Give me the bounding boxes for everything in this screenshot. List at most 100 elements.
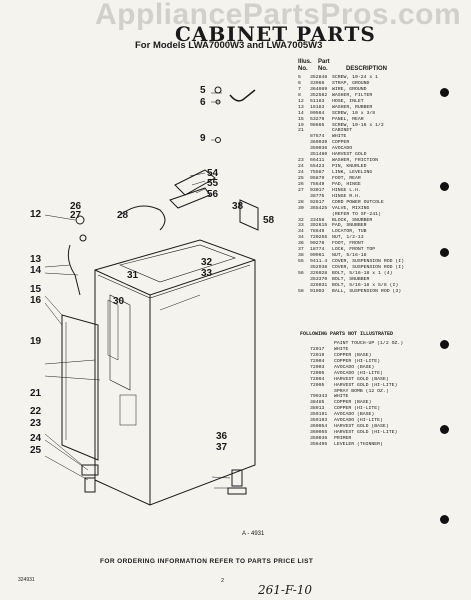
part-description: HARVEST GOLD (BASE) bbox=[334, 376, 389, 382]
illus-number: 24 bbox=[298, 170, 304, 175]
part-description: LINK, LEVELING bbox=[332, 170, 373, 175]
document-number: 324931 bbox=[18, 577, 35, 583]
part-number: 93017 bbox=[310, 187, 325, 193]
part-number: 326031 bbox=[310, 282, 328, 288]
part-description: PAINT TOUCH-UP (1/2 OZ.) bbox=[334, 341, 404, 346]
part-description: BOLT, 5/16-18 x 1 (4) bbox=[332, 270, 393, 276]
page-subtitle: For Models LWA7000W3 and LWA7005W3 bbox=[135, 40, 323, 51]
page-title: CABINET PARTS bbox=[175, 22, 376, 46]
part-number: 360055 bbox=[310, 430, 328, 436]
illus-number: 14 bbox=[298, 110, 304, 116]
part-description: PIN, KNURLED bbox=[332, 164, 367, 170]
illus-number: 34 bbox=[298, 229, 304, 235]
part-description: BOLT, SNUBBER bbox=[332, 276, 370, 282]
part-number: 33456 bbox=[310, 217, 325, 223]
callout-6: 6 bbox=[200, 97, 206, 108]
part-number: 90278 bbox=[310, 241, 325, 247]
parts-row: 24 75587 LINK, LEVELING bbox=[298, 170, 448, 176]
part-description: CABINET bbox=[332, 128, 353, 134]
part-description: BALL, SUSPENSION ROD (3) bbox=[332, 288, 402, 294]
illus-number: 32 bbox=[298, 217, 304, 223]
part-number: 364089 bbox=[310, 86, 328, 92]
part-number: 38913 bbox=[310, 406, 325, 412]
part-number: 61183 bbox=[310, 98, 325, 104]
binder-hole-dot bbox=[440, 182, 449, 191]
part-description: HARVEST GOLD (HI-LITE) bbox=[334, 382, 398, 388]
not-illustrated-row: 38913 COPPER (HI-LITE) bbox=[298, 406, 448, 412]
parts-row: 353370 BOLT, SNUBBER bbox=[298, 277, 448, 283]
header-description: DESCRIPTION bbox=[346, 66, 388, 72]
part-description: BLOCK, SNUBBER bbox=[332, 217, 373, 223]
part-description: HARVEST GOLD bbox=[332, 152, 367, 158]
part-description: AVOCADO (BASE) bbox=[334, 412, 375, 418]
part-number: 38485 bbox=[310, 400, 325, 406]
parts-row: 7 364089 WIRE, GROUND bbox=[298, 87, 448, 93]
part-description: COPPER (HI-LITE) bbox=[334, 406, 381, 412]
illus-number: 7 bbox=[298, 86, 301, 92]
part-description: PANEL, REAR bbox=[332, 116, 364, 122]
callout-21: 21 bbox=[30, 388, 42, 399]
part-description: WIRE, GROUND bbox=[332, 86, 367, 92]
part-number: 75587 bbox=[310, 170, 325, 175]
part-description: WHITE bbox=[334, 394, 349, 400]
part-number: 66411 bbox=[310, 158, 325, 164]
callout-31: 31 bbox=[127, 270, 139, 281]
part-description: STRAP, GROUND bbox=[332, 80, 370, 86]
part-description: NUT, 1/2-13 bbox=[332, 235, 364, 241]
part-description: FOOT, FRONT bbox=[332, 241, 364, 247]
part-description: COPPER bbox=[332, 140, 350, 146]
illus-number: 37 bbox=[298, 247, 304, 253]
illus-number: 27 bbox=[298, 187, 304, 193]
parts-row: 36 90278 FOOT, FRONT bbox=[298, 241, 448, 247]
part-number: 799343 bbox=[310, 394, 328, 400]
part-number: 87574 bbox=[310, 134, 325, 140]
not-illustrated-row: SPRAY BOMB (12 OZ.) bbox=[298, 389, 448, 395]
illus-number: 36 bbox=[298, 241, 304, 247]
not-illustrated-row: PAINT TOUCH-UP (1/2 OZ.) bbox=[298, 341, 448, 347]
part-description: HINGE L.H. bbox=[332, 187, 361, 193]
part-description: COVER, SUSPENSION ROD (I) bbox=[332, 265, 404, 270]
part-description: FOOT, REAR bbox=[332, 175, 361, 181]
illus-number: 8 bbox=[298, 92, 301, 98]
callout-54: 54 bbox=[207, 168, 219, 179]
part-description: PRIMER bbox=[334, 436, 352, 441]
ordering-footer: FOR ORDERING INFORMATION REFER TO PARTS … bbox=[100, 558, 314, 565]
part-number: 350036 bbox=[310, 436, 328, 441]
illus-number: 25 bbox=[298, 175, 304, 181]
callout-14: 14 bbox=[30, 265, 42, 276]
parts-row: 326031 BOLT, 5/16-18 x 5/8 (I) bbox=[298, 283, 448, 289]
part-number: 9411.4 bbox=[310, 259, 328, 265]
part-number: 78649 bbox=[310, 229, 325, 235]
illus-number: 34 bbox=[298, 235, 304, 241]
part-description: HOSE, INLET bbox=[332, 98, 364, 104]
part-number: 92617 bbox=[310, 199, 325, 205]
part-description: COPPER (HI-LITE) bbox=[334, 358, 381, 364]
callout-55: 55 bbox=[207, 178, 219, 189]
not-illustrated-row: 350036 PRIMER bbox=[298, 436, 448, 442]
parts-row: 32 33456 BLOCK, SNUBBER bbox=[298, 218, 448, 224]
part-number: 353370 bbox=[310, 276, 328, 282]
part-number: 72003 bbox=[310, 364, 325, 370]
part-description: (REFER TO SF-241) bbox=[332, 211, 381, 217]
illus-number: 6 bbox=[298, 80, 301, 86]
part-description: WASHER, FILTER bbox=[332, 92, 373, 98]
illus-number: 30 bbox=[298, 205, 304, 211]
part-description: BOLT, 5/16-18 x 5/8 (I) bbox=[332, 282, 399, 288]
